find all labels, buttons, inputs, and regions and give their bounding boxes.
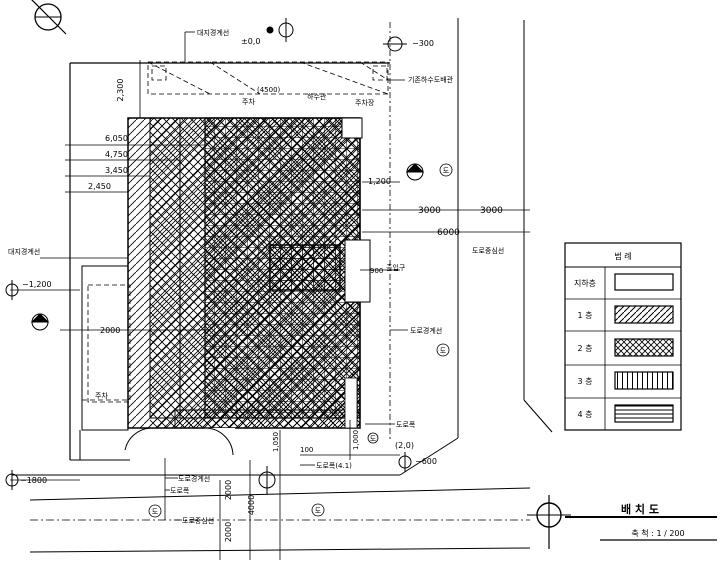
label-site-boundary-left: 대지경계선 (8, 247, 40, 256)
dim-6050: 6,050 (105, 134, 128, 143)
legend-row-label: 3 층 (578, 377, 593, 386)
legend-swatch-basement (614, 273, 674, 291)
title-block-title: 배 치 도 (621, 502, 659, 516)
road-marker-a: 도 (443, 167, 450, 175)
level-m600: −600 (415, 457, 437, 466)
dim-2450: 2,450 (88, 182, 111, 191)
dim-1050: 1,050 (272, 432, 280, 452)
title-block (527, 495, 717, 549)
level-m1800: −1800 (20, 476, 47, 485)
legend-swatch-floor4 (614, 404, 674, 423)
road-marker-e: 도 (315, 507, 322, 515)
label-drain2: 하수관 (307, 92, 327, 101)
label-site-boundary-top: 대지경계선 (197, 28, 229, 37)
dim-2300: 2,300 (116, 79, 125, 102)
label-road-width-bottom: 도로폭(4.1) (316, 462, 352, 470)
legend-swatch-floor3 (614, 371, 674, 390)
label-entrance: 출입구 (386, 263, 406, 272)
legend-row-label: 2 층 (578, 344, 593, 353)
label-road-center-bottom: 도로중심선 (182, 516, 214, 525)
level-pm00: ±0,0 (241, 37, 260, 46)
road-marker-icon (148, 163, 453, 518)
legend-row-label: 1 층 (578, 311, 593, 320)
dim-2000-bottom-a: 2000 (224, 480, 233, 500)
dim-2000-bottom-b: 2000 (224, 522, 233, 542)
road-marker-b: 도 (440, 347, 447, 355)
leader-lines (40, 31, 408, 521)
label-road-center: 도로중심선 (472, 246, 504, 255)
label-road-width-mid: 도로폭 (170, 487, 190, 495)
legend-row-label: 4 층 (578, 410, 593, 419)
dim-1000: 1,000 (352, 430, 360, 450)
dim-6000: 6000 (437, 228, 460, 238)
label-existing-drain: 기존하수도배관 (408, 75, 454, 84)
dim-1200: 1,200 (368, 177, 391, 186)
label-parking3: 주차 (95, 391, 108, 400)
dim-4000: 4000 (247, 495, 256, 515)
title-block-scale: 축 척 : 1 / 200 (631, 529, 684, 538)
legend (564, 242, 682, 431)
road-marker-d: 도 (152, 508, 159, 516)
road-marker-c: 도 (370, 435, 377, 443)
level-marker-icon (5, 18, 425, 494)
label-parking2: 주차장 (355, 98, 375, 107)
legend-swatch-floor2 (614, 338, 674, 357)
legend-swatch-floor1 (614, 305, 674, 324)
level-m300: −300 (412, 39, 434, 48)
dim-3450: 3,450 (105, 166, 128, 175)
existing-drain-outline (147, 61, 389, 95)
level-ratio: (2,0) (395, 441, 414, 450)
dim-3000-b: 3000 (480, 206, 503, 216)
building-footprint (124, 117, 371, 456)
dim-3000-a: 3000 (418, 206, 441, 216)
legend-row-label: 지하층 (574, 278, 596, 288)
dimension-lines (10, 60, 530, 560)
label-road-boundary-right: 도로경계선 (410, 326, 442, 335)
north-arrow-icon (31, 0, 67, 35)
label-road-width: 도로폭 (396, 421, 416, 429)
legend-title: 범 례 (614, 251, 631, 261)
dim-4750: 4,750 (105, 150, 128, 159)
parking-area (81, 265, 131, 431)
label-road-boundary-bottom: 도로경계선 (178, 474, 210, 483)
dim-900: 900 (370, 267, 383, 275)
level-ratio3: (4500) (257, 86, 281, 94)
dim-2000-left: 2000 (100, 326, 120, 335)
label-parking: 주차 (242, 97, 255, 106)
level-m1200: −1,200 (22, 280, 52, 289)
dim-100: 100 (300, 446, 313, 454)
